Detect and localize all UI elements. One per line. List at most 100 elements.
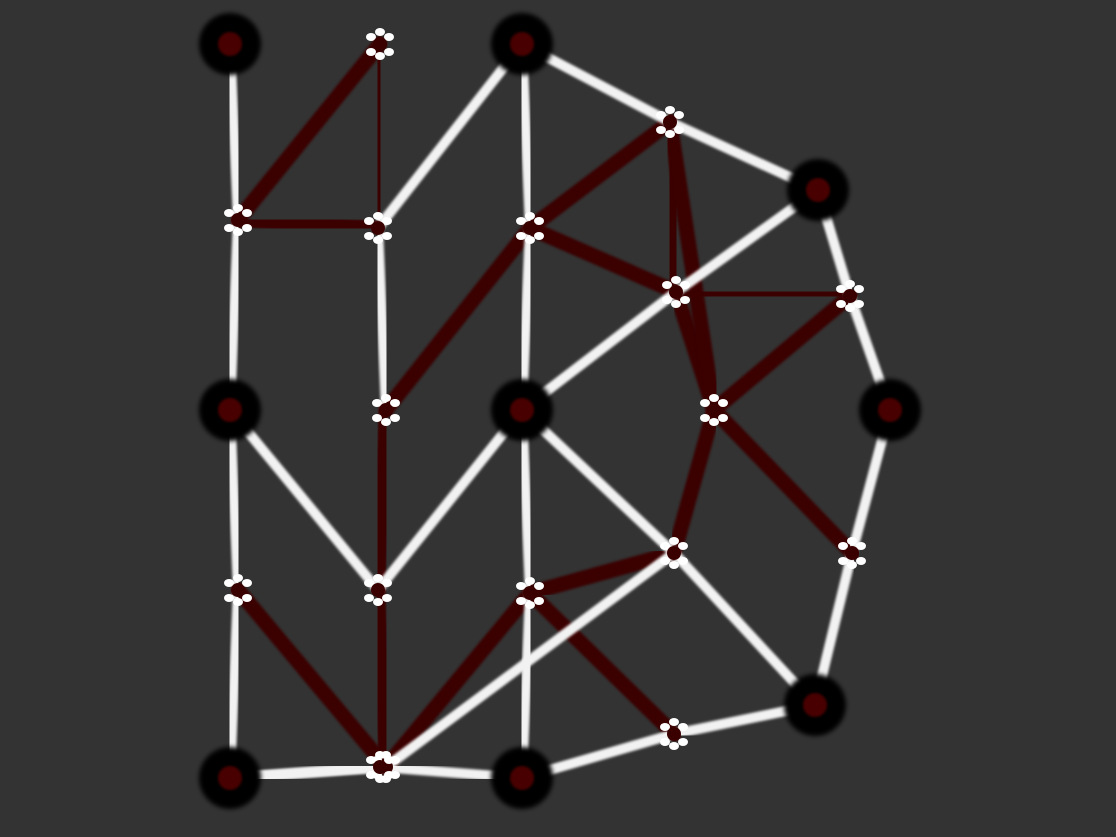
joint-j6-pin-3 bbox=[656, 126, 666, 134]
anchor-a8 bbox=[491, 747, 553, 809]
anchor-a3-core bbox=[806, 178, 830, 202]
joint-j4-pin-4 bbox=[534, 232, 544, 240]
joint-j3-pin-1 bbox=[364, 217, 374, 225]
white-beam-24[interactable] bbox=[225, 405, 383, 595]
joint-j4-pin-5 bbox=[525, 212, 535, 220]
joint-j2-pin-1 bbox=[224, 209, 234, 217]
white-beam-21[interactable] bbox=[373, 39, 527, 233]
joint-j6-core bbox=[663, 115, 677, 129]
joint-j10-pin-1 bbox=[700, 399, 710, 407]
joint-j9-pin-2 bbox=[854, 285, 864, 293]
joint-j15-pin-2 bbox=[856, 542, 866, 550]
joint-j5-pin-1 bbox=[372, 399, 382, 407]
joint-j9[interactable] bbox=[836, 280, 864, 312]
joint-j3[interactable] bbox=[364, 212, 392, 244]
dark-beam-16[interactable] bbox=[230, 582, 394, 775]
joint-j10[interactable] bbox=[700, 394, 728, 426]
joint-j18-pin-1 bbox=[660, 723, 670, 731]
white-beam-30[interactable] bbox=[517, 405, 679, 558]
dark-beam-20[interactable] bbox=[666, 402, 722, 561]
joint-j4-pin-1 bbox=[516, 217, 526, 225]
white-beam-22[interactable] bbox=[373, 223, 391, 415]
anchor-a8-core bbox=[510, 766, 534, 790]
joint-j9-pin-3 bbox=[836, 300, 846, 308]
joint-j6-pin-1 bbox=[656, 111, 666, 119]
joint-j15[interactable] bbox=[838, 537, 866, 569]
dark-beam-6[interactable] bbox=[230, 212, 386, 236]
joint-j18[interactable] bbox=[660, 718, 688, 750]
joint-j15-pin-6 bbox=[847, 561, 857, 569]
joint-j8-pin-6 bbox=[373, 598, 383, 606]
dark-beam-1[interactable] bbox=[230, 36, 388, 228]
joint-j12-pin-5 bbox=[669, 537, 679, 545]
dark-beam-21[interactable] bbox=[706, 402, 860, 561]
joint-j1-pin-3 bbox=[366, 48, 376, 56]
joint-j15-core bbox=[845, 546, 859, 560]
joint-j8-pin-5 bbox=[373, 574, 383, 582]
joint-j8-pin-2 bbox=[382, 579, 392, 587]
dark-beam-24[interactable] bbox=[378, 220, 538, 418]
dark-beam-23[interactable] bbox=[370, 402, 394, 598]
joint-j13-pin-2 bbox=[534, 582, 544, 590]
dark-beam-10[interactable] bbox=[668, 284, 858, 304]
joint-j13-pin-1 bbox=[516, 582, 526, 590]
joint-j16-pin-1 bbox=[366, 756, 376, 764]
joint-j18-pin-2 bbox=[678, 723, 688, 731]
joint-j3-pin-3 bbox=[364, 232, 374, 240]
joint-j1-pin-4 bbox=[384, 48, 394, 56]
joint-j7[interactable] bbox=[662, 276, 690, 308]
joint-j15-pin-5 bbox=[847, 537, 857, 545]
joint-j13[interactable] bbox=[516, 577, 544, 609]
joint-j6[interactable] bbox=[656, 106, 684, 138]
joint-j7-pin-3 bbox=[662, 296, 672, 304]
joint-j12-pin-6 bbox=[669, 561, 679, 569]
white-beam-8[interactable] bbox=[225, 585, 243, 783]
dark-beam-14[interactable] bbox=[662, 114, 722, 418]
white-edge-layer bbox=[225, 39, 895, 783]
white-beam-33[interactable] bbox=[669, 548, 820, 710]
joint-j1[interactable] bbox=[366, 28, 394, 60]
joint-j2-pin-6 bbox=[233, 228, 243, 236]
joint-j3-pin-2 bbox=[382, 217, 392, 225]
joint-j6-pin-5 bbox=[665, 106, 675, 114]
joint-j10-core bbox=[707, 403, 721, 417]
joint-j4[interactable] bbox=[516, 212, 544, 244]
joint-j2-pin-2 bbox=[242, 209, 252, 217]
joint-j4-pin-6 bbox=[525, 236, 535, 244]
joint-j13-core bbox=[523, 586, 537, 600]
joint-j12-pin-4 bbox=[678, 557, 688, 565]
dark-beam-12[interactable] bbox=[522, 220, 684, 300]
joint-j9-pin-1 bbox=[836, 285, 846, 293]
joint-j16[interactable] bbox=[366, 751, 394, 783]
anchor-a7 bbox=[199, 747, 261, 809]
joint-j1-pin-5 bbox=[375, 28, 385, 36]
dark-beam-22[interactable] bbox=[522, 585, 682, 742]
joint-j13-pin-4 bbox=[534, 597, 544, 605]
joint-j9-pin-6 bbox=[845, 304, 855, 312]
dark-beam-4[interactable] bbox=[370, 582, 394, 775]
joint-j8[interactable] bbox=[364, 574, 392, 606]
joint-j6-pin-6 bbox=[665, 130, 675, 138]
joint-j12[interactable] bbox=[660, 537, 688, 569]
dark-beam-18[interactable] bbox=[522, 545, 682, 601]
dark-beam-13[interactable] bbox=[706, 288, 858, 418]
dark-beam-8[interactable] bbox=[522, 114, 678, 236]
dark-beam-2[interactable] bbox=[370, 36, 388, 236]
white-beam-25[interactable] bbox=[373, 405, 527, 595]
joint-j4-pin-2 bbox=[534, 217, 544, 225]
joint-j2-pin-5 bbox=[233, 204, 243, 212]
joint-j5[interactable] bbox=[372, 394, 400, 426]
joint-j2[interactable] bbox=[224, 204, 252, 236]
joint-j1-pin-6 bbox=[375, 52, 385, 60]
joint-j16-pin-6 bbox=[375, 775, 385, 783]
white-beam-28[interactable] bbox=[517, 287, 681, 415]
joint-j4-pin-3 bbox=[516, 232, 526, 240]
dark-beam-17[interactable] bbox=[378, 585, 538, 775]
joint-j7-pin-1 bbox=[662, 281, 672, 289]
white-beam-31[interactable] bbox=[381, 548, 679, 772]
white-beam-6[interactable] bbox=[225, 215, 243, 415]
joint-j16-pin-3 bbox=[366, 771, 376, 779]
joint-j10-pin-5 bbox=[709, 394, 719, 402]
joint-j11[interactable] bbox=[224, 574, 252, 606]
